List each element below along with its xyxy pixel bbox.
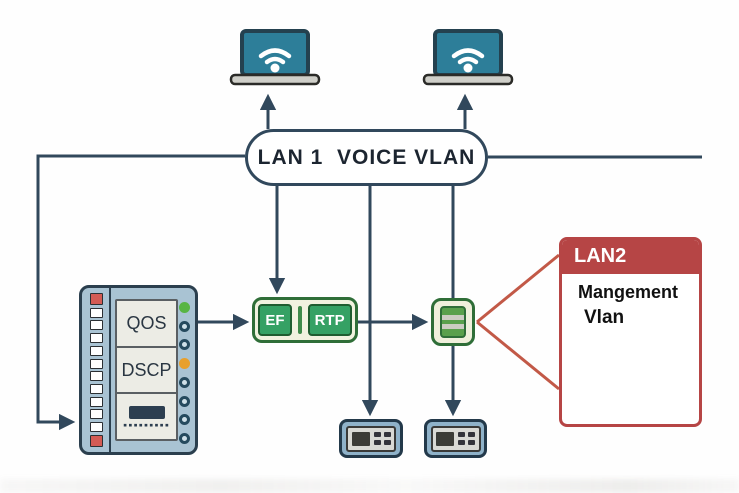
port-cell-red: [89, 293, 103, 305]
ef-tag: EF: [258, 304, 292, 336]
lcd-dots: ▪▪▪▪▪▪▪▪▪: [123, 421, 170, 430]
dscp-label: DSCP: [117, 348, 176, 395]
lcd-display: [128, 406, 165, 420]
switch-led-column: [178, 302, 190, 444]
floor-shadow: [0, 479, 739, 493]
vlan-switch-icon-inner: [440, 306, 466, 338]
tag-separator: [297, 306, 302, 334]
rtp-tag: RTP: [307, 304, 352, 336]
phone-screen: [436, 431, 454, 446]
phone-panel: [346, 425, 396, 452]
led-ring: [178, 339, 190, 351]
led-amber: [178, 358, 190, 370]
led-ring: [178, 320, 190, 332]
ip-phone-icon: [339, 419, 403, 458]
led-ring: [178, 432, 190, 444]
switch-label-panel: QOS DSCP ▪▪▪▪▪▪▪▪▪: [115, 299, 178, 441]
lan2-title: LAN2: [562, 240, 699, 274]
laptop-wifi-icon: [421, 28, 515, 90]
port-cell-red: [89, 434, 103, 447]
ip-phone-icon: [424, 419, 487, 458]
lan2-body: Mangement Vlan: [562, 274, 699, 329]
laptop-wifi-icon: [228, 28, 322, 90]
switch-divider: [109, 288, 111, 452]
switch-lcd-section: ▪▪▪▪▪▪▪▪▪: [117, 394, 176, 439]
qos-label: QOS: [117, 301, 176, 348]
vlan-switch-icon: [431, 298, 475, 346]
lan1-voice-vlan-bus: LAN 1 VOICE VLAN: [245, 129, 488, 186]
phone-screen: [351, 431, 370, 446]
wifi-icon: [258, 48, 292, 59]
lan1-bus-label: LAN 1 VOICE VLAN: [257, 145, 476, 169]
lan2-vlan-label: Vlan: [584, 307, 625, 328]
connector-wedge-bottom: [476, 320, 560, 391]
wifi-icon: [451, 48, 485, 59]
lan2-management-label: Mangement: [578, 282, 679, 302]
lan2-card: LAN2 Mangement Vlan: [559, 237, 702, 427]
ef-rtp-marking-box: EF RTP: [252, 297, 358, 343]
phone-panel: [430, 425, 481, 452]
led-ring: [178, 414, 190, 426]
laptop-1-graphic: [229, 29, 321, 86]
phone-keypad: [458, 432, 475, 445]
connector-wedge-top: [476, 253, 560, 324]
switch-port-strip: [88, 293, 104, 447]
connector-bus-to-switch-loop: [36, 154, 245, 431]
led-ring: [178, 376, 190, 388]
led-green: [178, 302, 190, 313]
led-ring: [178, 395, 190, 407]
switch-device-icon: QOS DSCP ▪▪▪▪▪▪▪▪▪: [79, 285, 198, 455]
laptop-2-graphic: [422, 29, 514, 86]
phone-keypad: [373, 432, 391, 445]
